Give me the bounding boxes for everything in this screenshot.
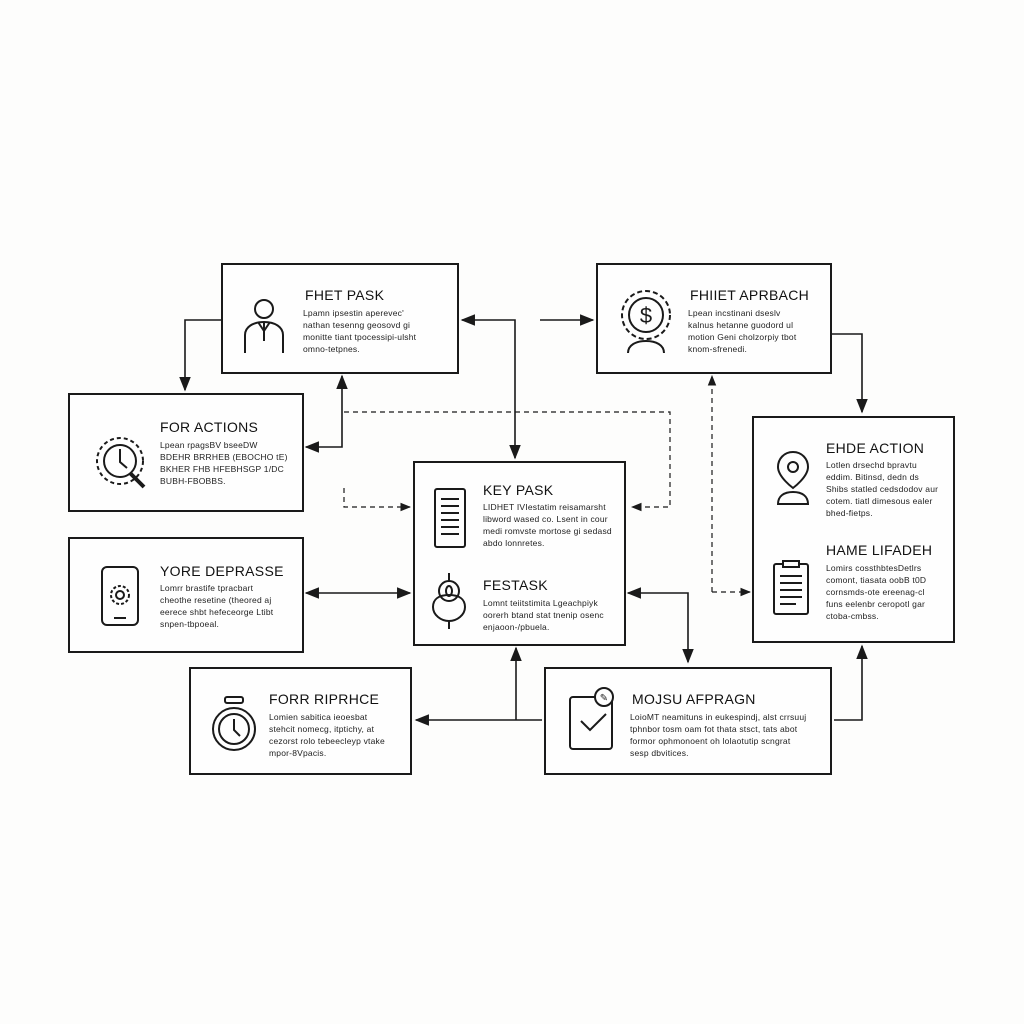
node-title: FORR RIPRHCE	[269, 691, 380, 707]
connector-keypask-mojsu	[626, 587, 694, 664]
node-ehde-action: EHDE ACTION Lotlen drsechd bpravtu eddim…	[752, 416, 955, 643]
node-description: Lotlen drsechd bpravtu eddim. Bitinsd, d…	[826, 460, 939, 518]
dashed-connector-left	[343, 488, 412, 512]
location-pin-icon	[776, 450, 810, 505]
node-yore-deprasse: YORE DEPRASSE Lomrr brastife tpracbart c…	[68, 537, 304, 653]
node-title: HAME LIFADEH	[826, 542, 933, 558]
smartphone-gear-icon	[101, 566, 139, 626]
node-for-actions: FOR ACTIONS Lpean rpagsBV bseeDW BDEHR B…	[68, 393, 304, 512]
node-title: EHDE ACTION	[826, 440, 925, 456]
node-fhet-pask: FHET PASK Lpamn ipsestin aperevec' natha…	[221, 263, 459, 374]
node-forr-riprhce: FORR RIPRHCE Lomien sabitica ieoesbat st…	[189, 667, 412, 775]
connector-mojsu-hamelifadeh	[834, 644, 868, 721]
connector-fhetpask-keypask	[460, 314, 521, 460]
node-description: LoioMT neamituns in eukespindj, alst crr…	[630, 712, 807, 758]
node-title: KEY PASK	[483, 482, 554, 498]
document-icon	[434, 488, 466, 548]
dollar-gear-icon: $	[621, 290, 671, 354]
node-festask: FESTASK Lomnt teiitstimita Lgeachpiyk oo…	[413, 561, 626, 646]
node-mojsu-afprhcn: ✎ MOJSU AFPRAGN LoioMT neamituns in euke…	[544, 667, 832, 775]
node-title: FHET PASK	[305, 287, 385, 303]
svg-text:$: $	[640, 303, 652, 328]
node-title: FHIIET APRBACH	[690, 287, 810, 303]
laptop-check-icon: ✎	[569, 687, 614, 750]
stopwatch-icon	[212, 696, 256, 751]
node-description: Lomrr brastife tpracbart cheothe resetin…	[160, 583, 274, 629]
node-key-pask: KEY PASK LIDHET IVIestatim reisamarsht l…	[413, 461, 626, 646]
connector-foractions-fhetpask	[304, 374, 348, 453]
node-description: LIDHET IVIestatim reisamarsht libword wa…	[483, 502, 612, 548]
node-title: MOJSU AFPRAGN	[632, 691, 756, 707]
person-icon	[244, 299, 284, 353]
node-description: Lpean incstinani dseslv kalnus hetanne g…	[688, 308, 797, 354]
clipboard-icon	[773, 560, 809, 615]
node-hame-lifadeh: HAME LIFADEH Lomirs cossthbtesDetlrs com…	[752, 530, 955, 643]
node-description: Lomirs cossthbtesDetlrs comont, tiasata …	[826, 563, 927, 621]
node-title: FESTASK	[483, 577, 548, 593]
connector-fhetpask-foractions	[179, 319, 222, 392]
connector-fhietaprbach-ehdeaction	[832, 333, 868, 414]
dashed-connector-top	[344, 411, 671, 512]
node-title: YORE DEPRASSE	[160, 563, 284, 579]
node-fhiet-aprbach: $ FHIIET APRBACH Lpean incstinani dseslv…	[596, 263, 832, 374]
node-description: Lomien sabitica ieoesbat stehcit nomecg,…	[269, 712, 385, 758]
node-description: Lpamn ipsestin aperevec' nathan tesenng …	[303, 308, 417, 354]
node-description: Lpean rpagsBV bseeDW BDEHR BRRHEB (EBOCH…	[160, 440, 288, 486]
node-description: Lomnt teiitstimita Lgeachpiyk oorerh bta…	[483, 598, 604, 632]
clock-gear-icon	[96, 437, 146, 489]
node-title: FOR ACTIONS	[160, 419, 259, 435]
svg-text:✎: ✎	[600, 693, 608, 704]
hand-coin-icon	[432, 573, 467, 629]
